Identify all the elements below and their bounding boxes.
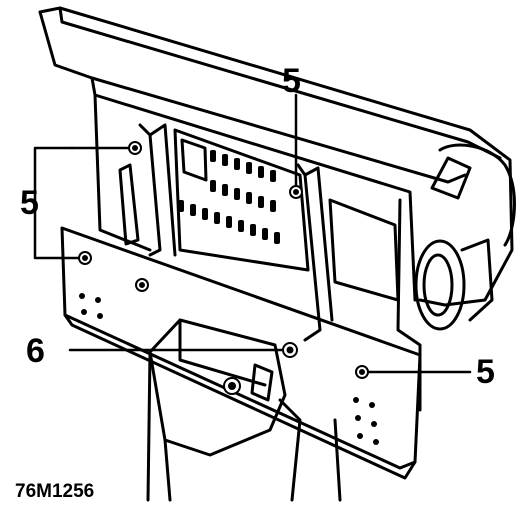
callout-6: 6 <box>26 332 45 370</box>
mounting-plate <box>60 226 422 470</box>
pivot-housing <box>438 143 516 247</box>
top-rail <box>38 6 514 307</box>
mesh-area <box>173 128 310 272</box>
callout-5-right: 5 <box>476 353 495 391</box>
pivot-disc <box>414 239 466 331</box>
plate-holes <box>79 293 379 445</box>
figure-code: 76M1256 <box>15 481 95 502</box>
bolt-right <box>355 365 369 379</box>
frame-panel <box>93 93 152 252</box>
bolt-plate-left <box>135 278 149 292</box>
bolt-lower-left <box>78 251 92 265</box>
leader-left-bracket <box>33 146 80 260</box>
bolt-top <box>289 185 303 199</box>
left-strap <box>138 123 162 257</box>
bolt-motor <box>223 377 241 395</box>
mesh-slots <box>178 150 280 244</box>
right-strap <box>296 163 322 342</box>
callout-5-left: 5 <box>20 184 39 222</box>
callout-5-top: 5 <box>282 62 301 100</box>
motor-body <box>148 318 287 457</box>
bolt-6 <box>282 342 298 358</box>
bolt-upper-left <box>128 141 142 155</box>
